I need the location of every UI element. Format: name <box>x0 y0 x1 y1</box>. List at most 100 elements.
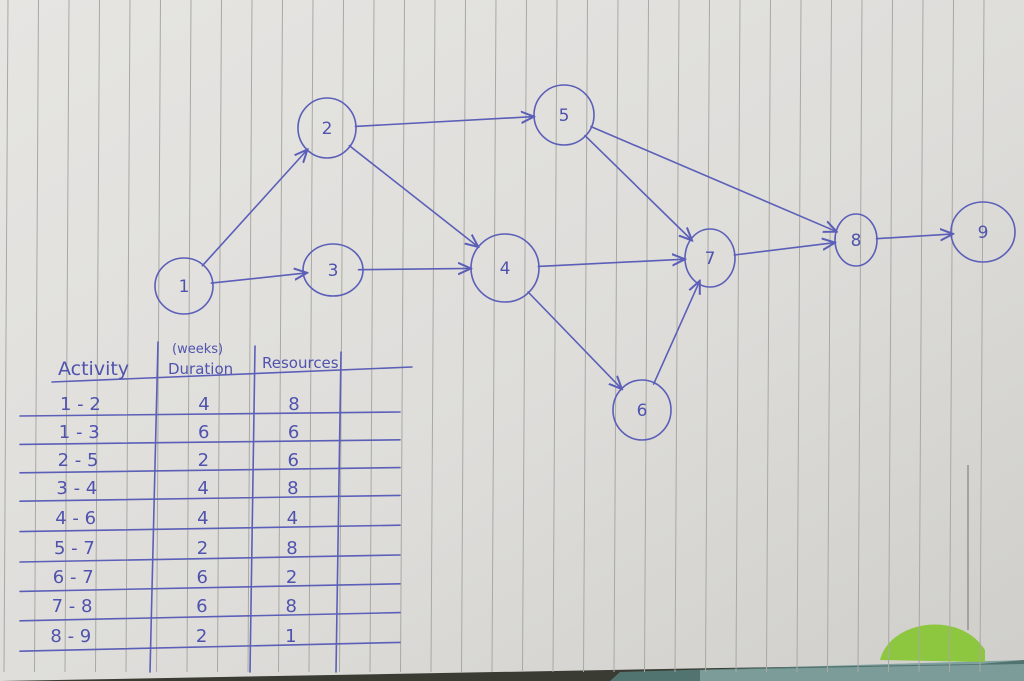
node-label: 9 <box>978 223 989 243</box>
ruled-line <box>735 0 741 673</box>
ruled-line <box>644 0 649 673</box>
edge-2-4 <box>348 144 478 247</box>
ruled-line <box>918 0 924 673</box>
ruled-line <box>552 0 558 673</box>
node-label: 5 <box>559 106 570 126</box>
node-circle <box>950 201 1016 263</box>
row-rule <box>19 494 401 503</box>
cell-duration: 6 <box>196 596 207 617</box>
node-9: 9 <box>950 201 1016 263</box>
network-nodes: 1 2 3 4 5 6 7 8 9 <box>154 84 1016 441</box>
ruled-line <box>34 0 39 673</box>
node-label: 3 <box>328 261 339 281</box>
row-rule <box>19 641 401 653</box>
edge-4-6 <box>527 291 622 389</box>
ruled-line <box>796 0 802 673</box>
edge-2-5 <box>354 117 534 128</box>
ruled-line <box>491 0 497 673</box>
node-circle <box>612 379 672 441</box>
node-8: 8 <box>834 213 878 267</box>
cell-activity: 2 - 5 <box>58 450 99 471</box>
edge-1-2 <box>201 150 307 267</box>
cell-duration: 4 <box>197 478 208 499</box>
cell-activity: 4 - 6 <box>55 508 96 529</box>
ruled-line <box>979 0 985 673</box>
ruled-line <box>674 0 680 673</box>
header-duration-unit: (weeks) <box>172 342 223 357</box>
cell-resources: 8 <box>287 478 298 499</box>
ruled-line <box>705 0 710 673</box>
network-edges <box>201 117 953 390</box>
table-row: 3 - 4 4 8 <box>19 478 401 503</box>
edge-3-4 <box>357 268 472 269</box>
cell-activity: 8 - 9 <box>50 626 91 647</box>
node-5: 5 <box>533 84 595 146</box>
cell-activity: 1 - 2 <box>60 394 101 415</box>
ruled-line <box>400 0 405 673</box>
cell-duration: 4 <box>197 508 208 529</box>
node-circle <box>470 233 540 303</box>
ruled-line <box>827 0 832 673</box>
cell-activity: 1 - 3 <box>59 422 100 443</box>
ruled-line <box>247 0 253 673</box>
node-2: 2 <box>297 97 357 159</box>
node-label: 8 <box>851 231 862 251</box>
cell-resources: 8 <box>286 538 297 559</box>
ruled-line <box>3 0 9 673</box>
edge-5-7 <box>584 134 692 241</box>
table-col-divider <box>335 351 342 673</box>
cell-resources: 8 <box>285 596 296 617</box>
node-6: 6 <box>612 379 672 441</box>
cell-activity: 3 - 4 <box>56 478 97 499</box>
ruled-line <box>308 0 314 673</box>
node-circle <box>297 97 357 159</box>
row-rule <box>19 524 401 533</box>
activity-table-grid <box>51 341 413 673</box>
cell-resources: 6 <box>287 450 298 471</box>
cell-duration: 4 <box>198 394 209 415</box>
cell-resources: 1 <box>285 626 296 647</box>
header-resources: Resources <box>262 354 339 372</box>
table-col-divider <box>249 345 256 673</box>
ruled-line <box>583 0 588 673</box>
row-rule <box>19 411 401 417</box>
cell-duration: 2 <box>197 538 208 559</box>
node-circle <box>684 228 736 288</box>
node-circle <box>834 213 878 267</box>
cell-resources: 2 <box>286 567 297 588</box>
node-label: 2 <box>322 119 333 139</box>
ruled-line <box>613 0 619 673</box>
node-4: 4 <box>470 233 540 303</box>
cell-resources: 6 <box>288 422 299 443</box>
green-marker-cap <box>880 624 985 662</box>
ruled-line <box>217 0 222 673</box>
cell-duration: 6 <box>196 567 207 588</box>
ruled-line <box>857 0 863 673</box>
edge-1-3 <box>210 273 307 284</box>
table-row: 6 - 7 6 2 <box>19 567 401 593</box>
ruled-line <box>461 0 466 673</box>
node-label: 4 <box>500 259 511 279</box>
node-circle <box>533 84 595 146</box>
header-duration: Duration <box>168 360 233 378</box>
edge-7-8 <box>733 243 835 256</box>
ruled-line <box>430 0 436 673</box>
ruled-line <box>339 0 344 673</box>
node-label: 1 <box>179 277 190 297</box>
ruled-line <box>278 0 283 673</box>
cell-activity: 6 - 7 <box>53 567 94 588</box>
edge-4-7 <box>537 259 685 268</box>
node-label: 7 <box>705 249 716 269</box>
row-rule <box>19 438 401 446</box>
ruled-line <box>949 0 954 673</box>
activity-table-header: Activity (weeks) Duration Resources <box>58 342 339 380</box>
table-col-divider <box>149 341 159 673</box>
